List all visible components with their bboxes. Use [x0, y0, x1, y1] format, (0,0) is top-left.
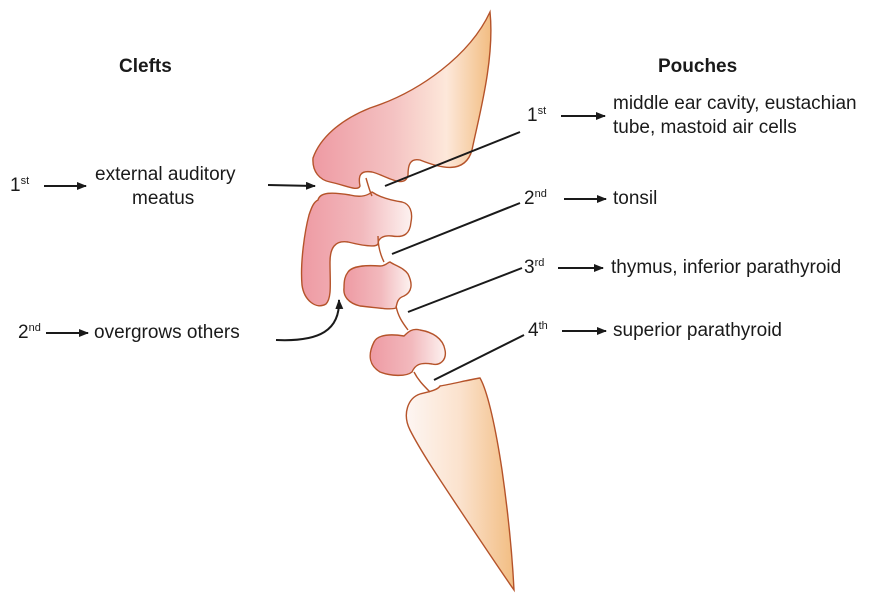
pouch-2-num: 2 — [524, 188, 535, 209]
pouch-4-pointer — [434, 335, 524, 380]
pouch-3-number: 3rd — [524, 257, 544, 279]
pouch-1-num: 1 — [527, 105, 538, 126]
cleft-2-label: overgrows others — [94, 322, 240, 344]
clefts-heading: Clefts — [119, 56, 172, 78]
pouch-4-label: superior parathyroid — [613, 320, 782, 342]
arch-6 — [406, 378, 514, 590]
pouch-1-number: 1st — [527, 105, 546, 127]
cleft-1-num: 1 — [10, 175, 21, 196]
cleft-2-curved-arrow — [276, 300, 339, 340]
pouch-2-suffix: nd — [535, 188, 547, 200]
pouch-1-label-line2: tube, mastoid air cells — [613, 117, 797, 139]
pouch-1-label-line1: middle ear cavity, eustachian — [613, 93, 857, 115]
cleft-1-label-line1: external auditory — [95, 164, 235, 186]
cleft-2-suffix: nd — [29, 322, 41, 334]
pouch-2-label: tonsil — [613, 188, 657, 210]
cleft-1-target-arrow — [268, 185, 315, 186]
cleft-1-suffix: st — [21, 175, 30, 187]
cleft-1-label-line2: meatus — [132, 188, 194, 210]
pouches-heading: Pouches — [658, 56, 737, 78]
pouch-3-label: thymus, inferior parathyroid — [611, 257, 841, 279]
pouch-4-num: 4 — [528, 320, 539, 341]
pouch-3-suffix: rd — [535, 257, 545, 269]
arch-4 — [370, 329, 445, 375]
pouch-4-number: 4th — [528, 320, 548, 342]
cleft-2-num: 2 — [18, 322, 29, 343]
cleft-1-number: 1st — [10, 175, 29, 197]
arch-1 — [313, 12, 491, 188]
pouch-2-number: 2nd — [524, 188, 547, 210]
pouch-3-pointer — [408, 268, 522, 312]
cleft-2-number: 2nd — [18, 322, 41, 344]
pouch-1-suffix: st — [538, 105, 547, 117]
arch-3 — [344, 262, 411, 309]
pouch-3-num: 3 — [524, 257, 535, 278]
pouch-4-suffix: th — [539, 320, 548, 332]
